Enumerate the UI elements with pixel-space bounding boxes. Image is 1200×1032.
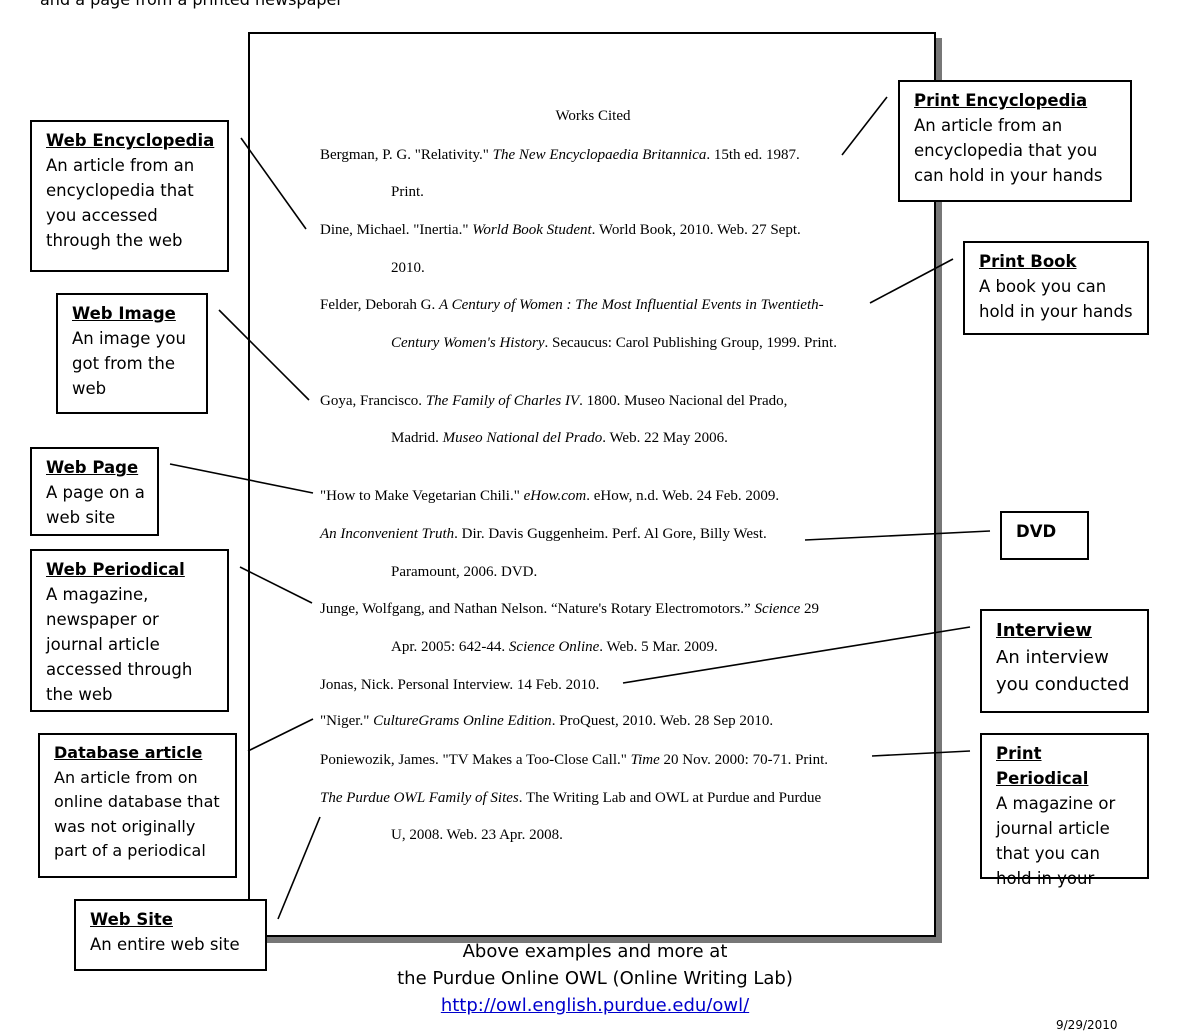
connector-database-article <box>247 718 314 752</box>
callout-description: An interview you conducted <box>996 647 1130 695</box>
footer-link-line: http://owl.english.purdue.edu/owl/ <box>0 995 1190 1016</box>
callout-description: A book you can hold in your hands <box>979 277 1133 321</box>
callout-description: An article from an encyclopedia that you… <box>914 116 1103 185</box>
works-cited-line: Print. <box>391 184 424 200</box>
works-cited-page <box>248 32 936 937</box>
works-cited-line: Madrid. Museo National del Prado. Web. 2… <box>391 430 728 446</box>
callout-title: Web Image <box>72 304 176 323</box>
callout-title: Database article <box>54 743 203 762</box>
callout-web-image: Web Image An image you got from the web <box>56 293 208 414</box>
callout-description: An entire web site <box>90 935 240 954</box>
works-cited-line: Bergman, P. G. "Relativity." The New Enc… <box>320 147 800 163</box>
connector-web-periodical <box>239 566 313 604</box>
footer-line-2: the Purdue Online OWL (Online Writing La… <box>397 968 793 989</box>
callout-title: Print Encyclopedia <box>914 91 1088 110</box>
connector-dvd <box>804 530 991 541</box>
owl-link[interactable]: http://owl.english.purdue.edu/owl/ <box>440 995 750 1016</box>
works-cited-line: Goya, Francisco. The Family of Charles I… <box>320 393 788 409</box>
callout-title: Web Site <box>90 910 173 929</box>
works-cited-line: Paramount, 2006. DVD. <box>391 564 538 580</box>
header-fragment: and a page from a printed newspaper <box>40 0 343 9</box>
works-cited-line: Felder, Deborah G. A Century of Women : … <box>320 297 824 313</box>
callout-web-page: Web Page A page on a web site <box>30 447 159 536</box>
callout-description: An image you got from the web <box>72 329 186 398</box>
callout-title: DVD <box>1016 522 1057 541</box>
works-cited-title: Works Cited <box>555 108 631 124</box>
connector-interview <box>622 626 971 684</box>
callout-description: A magazine, newspaper or journal article… <box>46 585 193 704</box>
works-cited-line: U, 2008. Web. 23 Apr. 2008. <box>391 827 563 843</box>
callout-dvd: DVD <box>1000 511 1089 560</box>
works-cited-line: Century Women's History. Secaucus: Carol… <box>391 335 837 351</box>
works-cited-line: Junge, Wolfgang, and Nathan Nelson. “Nat… <box>320 601 819 617</box>
callout-title: Web Encyclopedia <box>46 131 215 150</box>
connector-web-encyclopedia <box>240 137 307 230</box>
callout-title: Print Book <box>979 252 1077 271</box>
callout-print-book: Print Book A book you can hold in your h… <box>963 241 1149 335</box>
works-cited-line: 2010. <box>391 260 425 276</box>
callout-description: An article from an encyclopedia that you… <box>46 156 195 250</box>
date-fragment: 9/29/2010 <box>1056 1018 1118 1032</box>
works-cited-line: Dine, Michael. "Inertia." World Book Stu… <box>320 222 801 238</box>
callout-title: Print Periodical <box>996 744 1089 788</box>
works-cited-line: Poniewozik, James. "TV Makes a Too-Close… <box>320 752 828 768</box>
callout-interview: Interview An interview you conducted <box>980 609 1149 713</box>
callout-web-site: Web Site An entire web site <box>74 899 267 971</box>
callout-print-encyclopedia: Print Encyclopedia An article from an en… <box>898 80 1132 202</box>
callout-print-periodical: Print Periodical A magazine or journal a… <box>980 733 1149 888</box>
works-cited-line: Apr. 2005: 642-44. Science Online. Web. … <box>391 639 718 655</box>
footer-line-1: Above examples and more at <box>462 941 728 962</box>
callout-description: A magazine or journal article that you c… <box>996 794 1116 888</box>
callout-web-periodical: Web Periodical A magazine, newspaper or … <box>30 549 229 712</box>
works-cited-line: An Inconvenient Truth. Dir. Davis Guggen… <box>320 526 767 542</box>
connector-print-periodical <box>871 750 971 757</box>
callout-title: Web Page <box>46 458 139 477</box>
callout-description: A page on a web site <box>46 483 145 527</box>
callout-database-article: Database article An article from on onli… <box>38 733 237 878</box>
callout-title: Interview <box>996 620 1092 641</box>
works-cited-line: "How to Make Vegetarian Chili." eHow.com… <box>320 488 780 504</box>
connector-web-image <box>218 309 310 401</box>
connector-web-site <box>277 816 321 920</box>
works-cited-line: "Niger." CultureGrams Online Edition. Pr… <box>320 713 774 729</box>
works-cited-line: Jonas, Nick. Personal Interview. 14 Feb.… <box>320 677 600 693</box>
callout-title: Web Periodical <box>46 560 185 579</box>
callout-web-encyclopedia: Web Encyclopedia An article from an ency… <box>30 120 229 272</box>
connector-print-book <box>869 258 954 304</box>
works-cited-line: The Purdue OWL Family of Sites. The Writ… <box>320 790 822 806</box>
connector-web-page <box>169 463 314 494</box>
connector-print-encyclopedia <box>841 96 888 156</box>
callout-description: An article from on online database that … <box>54 767 220 861</box>
